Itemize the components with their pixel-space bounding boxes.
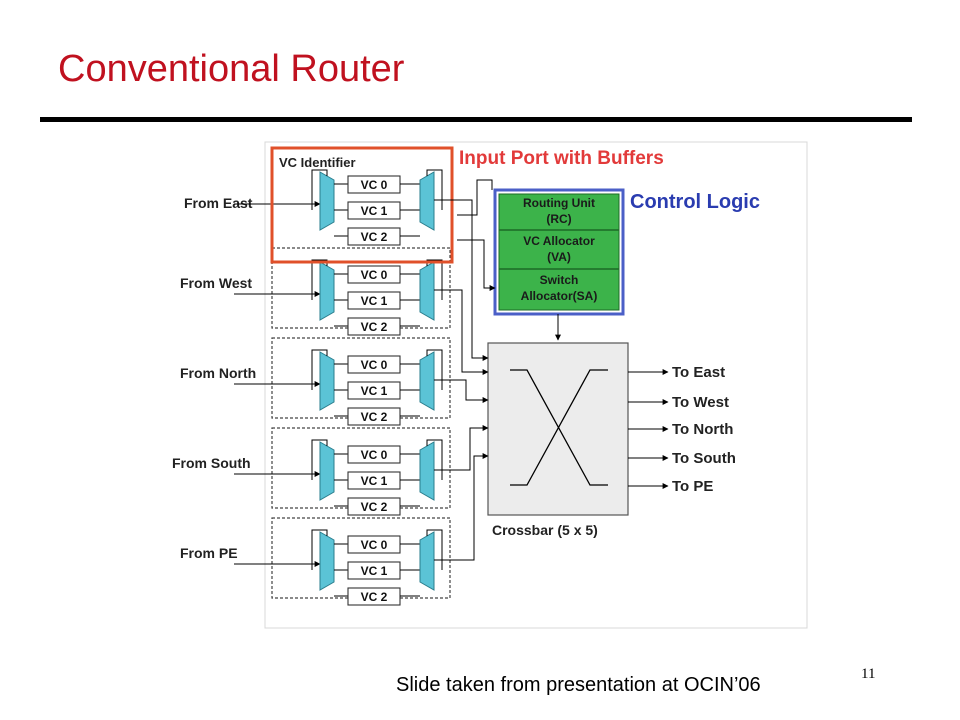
output-label-to-south: To South — [672, 450, 736, 467]
vc-label-0: VC 0 — [361, 538, 388, 552]
vc-label-2: VC 2 — [361, 320, 388, 334]
demux — [319, 261, 335, 321]
control-logic-block: Routing Unit (RC) VC Allocator (VA) Swit… — [493, 188, 625, 316]
input-port-from-pe: From PE VC 0 VC 1 VC 2 — [180, 517, 451, 606]
control-logic-label: Control Logic — [630, 191, 760, 213]
input-port-from-south: From South VC 0 VC 1 VC 2 — [172, 427, 451, 516]
input-port-from-east: From East VC 0 VC 1 VC 2 — [184, 169, 443, 246]
vc-label-0: VC 0 — [361, 448, 388, 462]
input-label-from-east: From East — [184, 195, 253, 211]
port-to-crossbar-wire — [434, 379, 489, 403]
vc-allocator-label: VC Allocator — [523, 234, 595, 248]
vc-identifier-label: VC Identifier — [279, 155, 356, 170]
port-to-crossbar-wire — [434, 453, 489, 561]
vc-label-2: VC 2 — [361, 410, 388, 424]
mux — [419, 441, 435, 501]
port-to-crossbar-wire — [434, 425, 489, 471]
input-port-label: Input Port with Buffers — [459, 148, 664, 169]
title-divider — [40, 117, 912, 122]
demux — [319, 531, 335, 591]
mux — [419, 261, 435, 321]
output-label-to-east: To East — [672, 364, 725, 381]
input-label-from-south: From South — [172, 455, 251, 471]
vc-label-2: VC 2 — [361, 230, 388, 244]
control-logic-fill — [498, 193, 620, 311]
vc-label-0: VC 0 — [361, 358, 388, 372]
routing-unit-label: Routing Unit — [523, 196, 595, 210]
mux — [419, 351, 435, 411]
slide-caption: Slide taken from presentation at OCIN’06 — [396, 674, 761, 696]
demux — [319, 171, 335, 231]
demux — [319, 441, 335, 501]
slide-title: Conventional Router — [58, 48, 405, 90]
input-label-from-pe: From PE — [180, 545, 238, 561]
input-port-highlight — [270, 146, 454, 264]
port-to-crossbar-wire — [434, 289, 489, 375]
crossbar-path-b — [510, 369, 608, 486]
output-label-to-west: To West — [672, 394, 729, 411]
vc-label-1: VC 1 — [361, 564, 388, 578]
vc-label-2: VC 2 — [361, 590, 388, 604]
vc-label-0: VC 0 — [361, 268, 388, 282]
mux — [419, 171, 435, 231]
router-diagram: From East VC 0 VC 1 VC 2 From West VC 0 VC 1 VC… — [172, 140, 812, 635]
vc-allocator-abbr: (VA) — [547, 250, 571, 264]
input-port-from-west: From West VC 0 VC 1 VC 2 — [180, 247, 451, 336]
output-label-to-north: To North — [672, 421, 733, 438]
demux — [319, 351, 335, 411]
switch-allocator-label: Switch — [540, 273, 579, 287]
mux — [419, 531, 435, 591]
switch-allocator-abbr: Allocator(SA) — [521, 289, 598, 303]
crossbar-label: Crossbar (5 x 5) — [492, 522, 598, 538]
output-label-to-pe: To PE — [672, 478, 713, 495]
vc-label-1: VC 1 — [361, 474, 388, 488]
page-number: 11 — [861, 666, 876, 682]
vc-label-2: VC 2 — [361, 500, 388, 514]
input-port-from-north: From North VC 0 VC 1 VC 2 — [180, 337, 451, 426]
vc-label-0: VC 0 — [361, 178, 388, 192]
input-label-from-west: From West — [180, 275, 252, 291]
vc-label-1: VC 1 — [361, 384, 388, 398]
port-to-crossbar-wire — [434, 199, 489, 361]
routing-unit-abbr: (RC) — [546, 212, 571, 226]
input-label-from-north: From North — [180, 365, 256, 381]
vc-label-1: VC 1 — [361, 204, 388, 218]
vc-label-1: VC 1 — [361, 294, 388, 308]
crossbar — [487, 342, 629, 516]
